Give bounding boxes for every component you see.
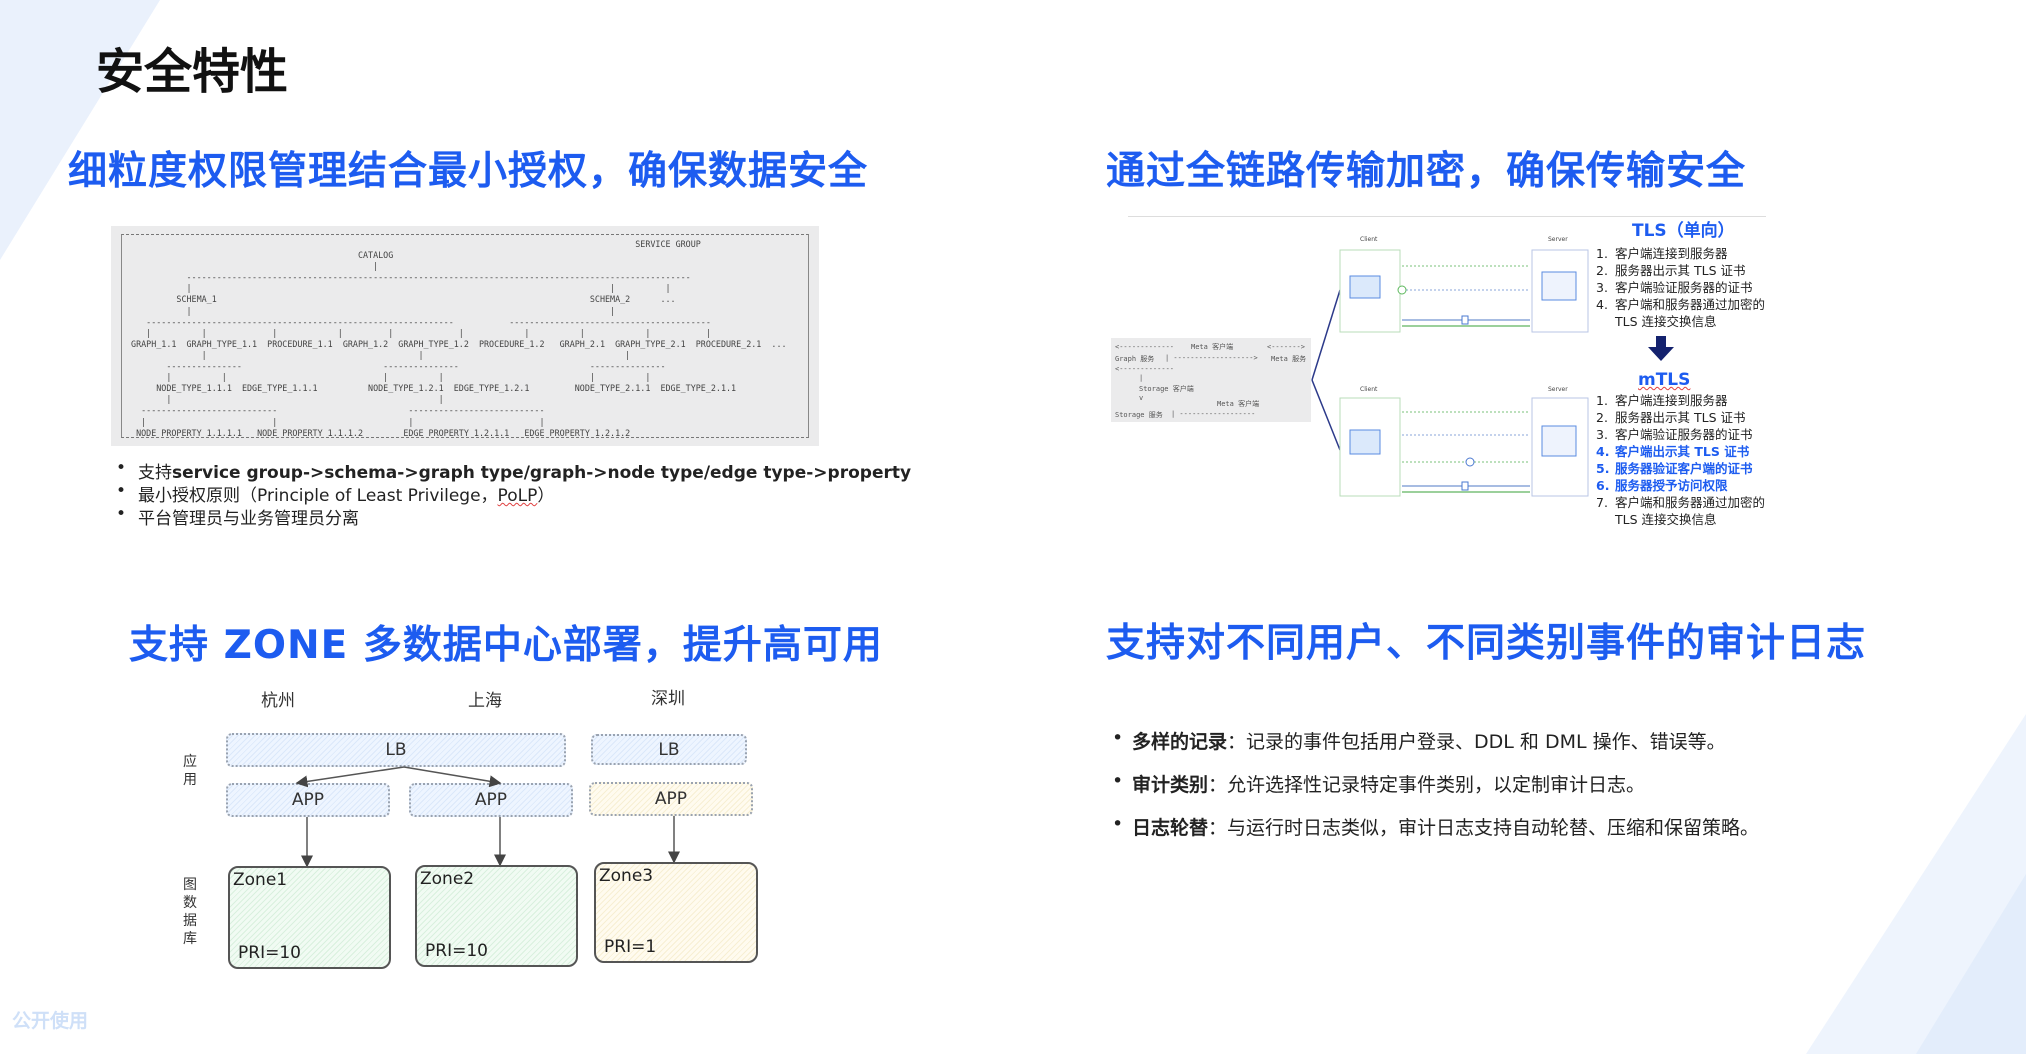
app-box: APP <box>226 783 390 817</box>
dashed-line: <------------- <box>1115 343 1175 351</box>
zone-priority: PRI=10 <box>238 943 301 963</box>
arrow-lb-to-app1 <box>295 766 405 788</box>
client-label: Client <box>1360 386 1378 393</box>
zone-priority: PRI=10 <box>425 941 488 961</box>
tls-step: 1.客户端连接到服务器 <box>1596 246 1728 261</box>
hierarchy-ascii-text: SERVICE GROUP CATALOG | ----------------… <box>131 239 787 438</box>
service-ascii-diagram: <------------- Meta 客户端 <-------> Graph … <box>1111 338 1311 422</box>
laptop-icon <box>1349 275 1381 299</box>
dashed-line: v <box>1139 394 1144 402</box>
tls-step: TLS 连接交换信息 <box>1615 314 1717 329</box>
load-balancer-box: LB <box>591 734 747 765</box>
client-label: Client <box>1360 236 1378 243</box>
check-icon <box>1397 285 1407 295</box>
load-balancer-box: LB <box>226 733 566 767</box>
mini-label: Storage 服务 <box>1115 411 1163 419</box>
connector-line-mtls <box>1311 379 1341 451</box>
tls-step: 2.服务器出示其 TLS 证书 <box>1596 263 1746 278</box>
bullet-dot: • <box>1112 770 1124 792</box>
dashed-line: <-------> <box>1267 343 1305 351</box>
city-shanghai: 上海 <box>468 691 502 711</box>
permissions-bullet-2: • 最小授权原则（Principle of Least Privilege，PoL… <box>116 481 555 506</box>
lock-icon <box>1461 315 1469 325</box>
mtls-step: 3.客户端验证服务器的证书 <box>1596 427 1753 442</box>
mtls-step: 1.客户端连接到服务器 <box>1596 393 1728 408</box>
layer-label-app: 应用 <box>183 754 197 788</box>
permissions-heading: 细粒度权限管理结合最小授权，确保数据安全 <box>68 149 869 194</box>
permissions-bullet-3: • 平台管理员与业务管理员分离 <box>116 504 359 529</box>
mtls-step: 7.客户端和服务器通过加密的 <box>1596 495 1766 510</box>
audit-bullet-1: •多样的记录：记录的事件包括用户登录、DDL 和 DML 操作、错误等。 <box>1112 727 1726 753</box>
zones-heading: 支持 ZONE 多数据中心部署，提升高可用 <box>129 623 883 668</box>
bullet-dot: • <box>1112 727 1124 749</box>
tls-step: 4.客户端和服务器通过加密的 <box>1596 297 1766 312</box>
zone-priority: PRI=1 <box>604 937 657 957</box>
mtls-step: 2.服务器出示其 TLS 证书 <box>1596 410 1746 425</box>
server-icon <box>1541 271 1577 301</box>
mini-label: Storage 客户端 <box>1139 385 1194 393</box>
encryption-heading: 通过全链路传输加密，确保传输安全 <box>1106 149 1747 194</box>
page-title: 安全特性 <box>96 44 289 100</box>
permissions-bullet-1: • 支持service group->schema->graph type/gra… <box>116 458 912 483</box>
audit-bullet-3: •日志轮替：与运行时日志类似，审计日志支持自动轮替、压缩和保留策略。 <box>1112 813 1760 839</box>
dashed-line: | -------------------> <box>1165 354 1258 362</box>
tls-diagram <box>1339 249 1589 333</box>
bullet-dot: • <box>116 504 127 524</box>
dashed-line: <------------- <box>1115 365 1175 373</box>
zone-box-1: Zone1 PRI=10 <box>228 866 391 969</box>
layer-label-db: 图数据库 <box>183 877 197 947</box>
app-box: APP <box>589 782 753 816</box>
zone-box-2: Zone2 PRI=10 <box>415 865 578 967</box>
server-label: Server <box>1548 236 1568 243</box>
mtls-step: 4.客户端出示其 TLS 证书 <box>1596 444 1750 459</box>
mtls-steps-list: 1.客户端连接到服务器 2.服务器出示其 TLS 证书 3.客户端验证服务器的证书 4… <box>1596 392 1765 528</box>
audit-bullet-2: •审计类别：允许选择性记录特定事件类别，以定制审计日志。 <box>1112 770 1646 796</box>
permission-hierarchy-diagram: SERVICE GROUP CATALOG | ----------------… <box>111 226 819 446</box>
check-icon <box>1465 457 1475 467</box>
app-box: APP <box>409 783 573 817</box>
mini-label: Meta 客户端 <box>1191 343 1234 351</box>
city-hangzhou: 杭州 <box>261 691 295 711</box>
divider-line <box>1128 216 1766 217</box>
zone-name: Zone1 <box>233 870 288 890</box>
tls-steps-list: 1.客户端连接到服务器 2.服务器出示其 TLS 证书 3.客户端验证服务器的证… <box>1596 245 1765 330</box>
bullet-text: 平台管理员与业务管理员分离 <box>138 509 359 529</box>
arrow-lb-to-app2 <box>403 766 502 788</box>
bullet-dot: • <box>116 458 127 478</box>
decorative-corner-top-left <box>0 0 160 260</box>
server-icon <box>1541 425 1577 457</box>
mini-label: Meta 客户端 <box>1217 400 1260 408</box>
zone-box-3: Zone3 PRI=1 <box>594 862 758 963</box>
connector-line-tls <box>1311 289 1341 381</box>
watermark: 公开使用 <box>12 1010 89 1032</box>
lock-icon <box>1461 481 1469 491</box>
tls-step: 3.客户端验证服务器的证书 <box>1596 280 1753 295</box>
mtls-title: mTLS <box>1638 370 1691 390</box>
zone-name: Zone2 <box>420 869 475 889</box>
tls-title: TLS（单向） <box>1632 221 1735 241</box>
server-label: Server <box>1548 386 1568 393</box>
bullet-text: 支持 <box>138 463 172 483</box>
mtls-step: 6.服务器授予访问权限 <box>1596 478 1728 493</box>
dashed-line: | ------------------ <box>1171 410 1256 418</box>
spellcheck-underlined-text: PoLP <box>497 486 538 506</box>
tls-flow-diagrams <box>1311 249 1589 497</box>
city-shenzhen: 深圳 <box>651 689 685 709</box>
laptop-icon <box>1349 429 1381 455</box>
dashed-line: | <box>1139 374 1144 382</box>
mini-label: Meta 服务 <box>1271 355 1307 363</box>
down-arrow-icon <box>1648 336 1674 361</box>
bullet-text-suffix: ） <box>537 486 555 506</box>
bullet-bold-text: service group->schema->graph type/graph-… <box>172 463 912 483</box>
decorative-corner-bottom-right-inner <box>1916 874 2026 1054</box>
zone-name: Zone3 <box>599 866 654 886</box>
bullet-dot: • <box>1112 813 1124 835</box>
mtls-step: 5.服务器验证客户端的证书 <box>1596 461 1753 476</box>
bullet-dot: • <box>116 481 127 501</box>
audit-heading: 支持对不同用户、不同类别事件的审计日志 <box>1106 621 1867 666</box>
bullet-text: 最小授权原则（Principle of Least Privilege， <box>138 486 498 506</box>
mtls-step: TLS 连接交换信息 <box>1615 512 1717 527</box>
mtls-diagram <box>1339 397 1589 497</box>
mini-label: Graph 服务 <box>1115 355 1155 363</box>
